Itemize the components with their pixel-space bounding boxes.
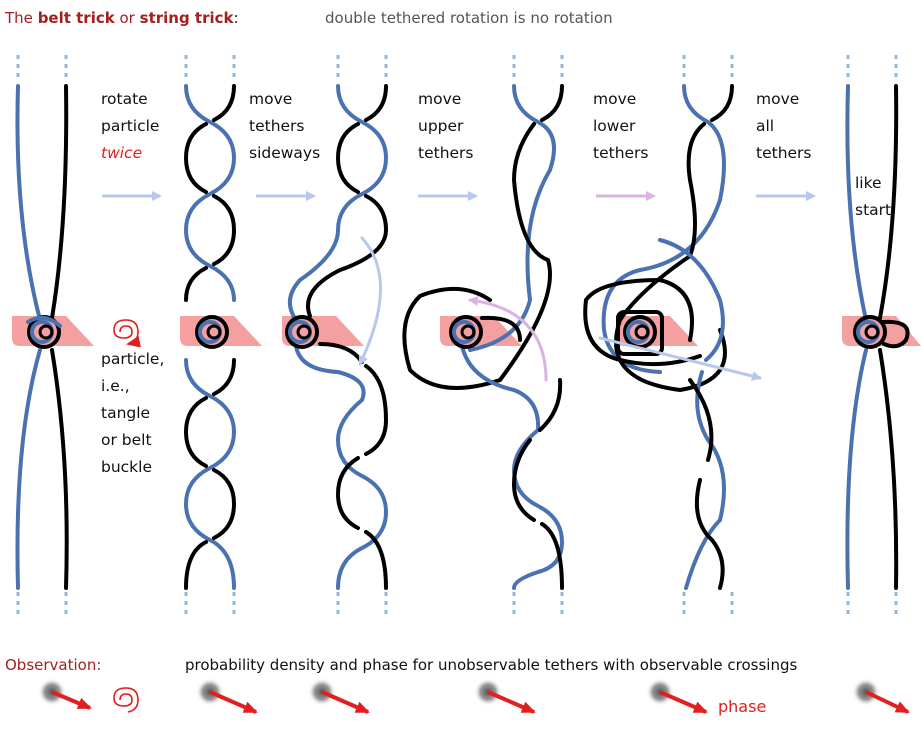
spiral-icon [114,688,138,712]
spiral-icon [114,320,138,344]
step-label-all: move all tethers [756,86,812,167]
observation-text: probability density and phase for unobse… [185,656,797,674]
particle-label: particle, i.e., tangle or belt buckle [101,346,164,481]
step-label-like-start: like start [855,170,891,224]
step-label-upper: move upper tethers [418,86,474,167]
phase-arrow-icon [38,678,90,708]
phase-arrow-icon [646,678,706,712]
phase-arrow-icon [474,678,534,712]
phase-arrow-icon [852,678,908,712]
step-label-lower: move lower tethers [593,86,649,167]
step-label-rotate: rotate particle twice [101,86,159,167]
phase-arrow-icon [196,678,256,712]
phase-arrow-icon [308,678,368,712]
phase-label: phase [718,697,766,716]
step-label-sideways: move tethers sideways [249,86,320,167]
observation-row [38,678,908,712]
observation-title: Observation: [5,656,101,674]
